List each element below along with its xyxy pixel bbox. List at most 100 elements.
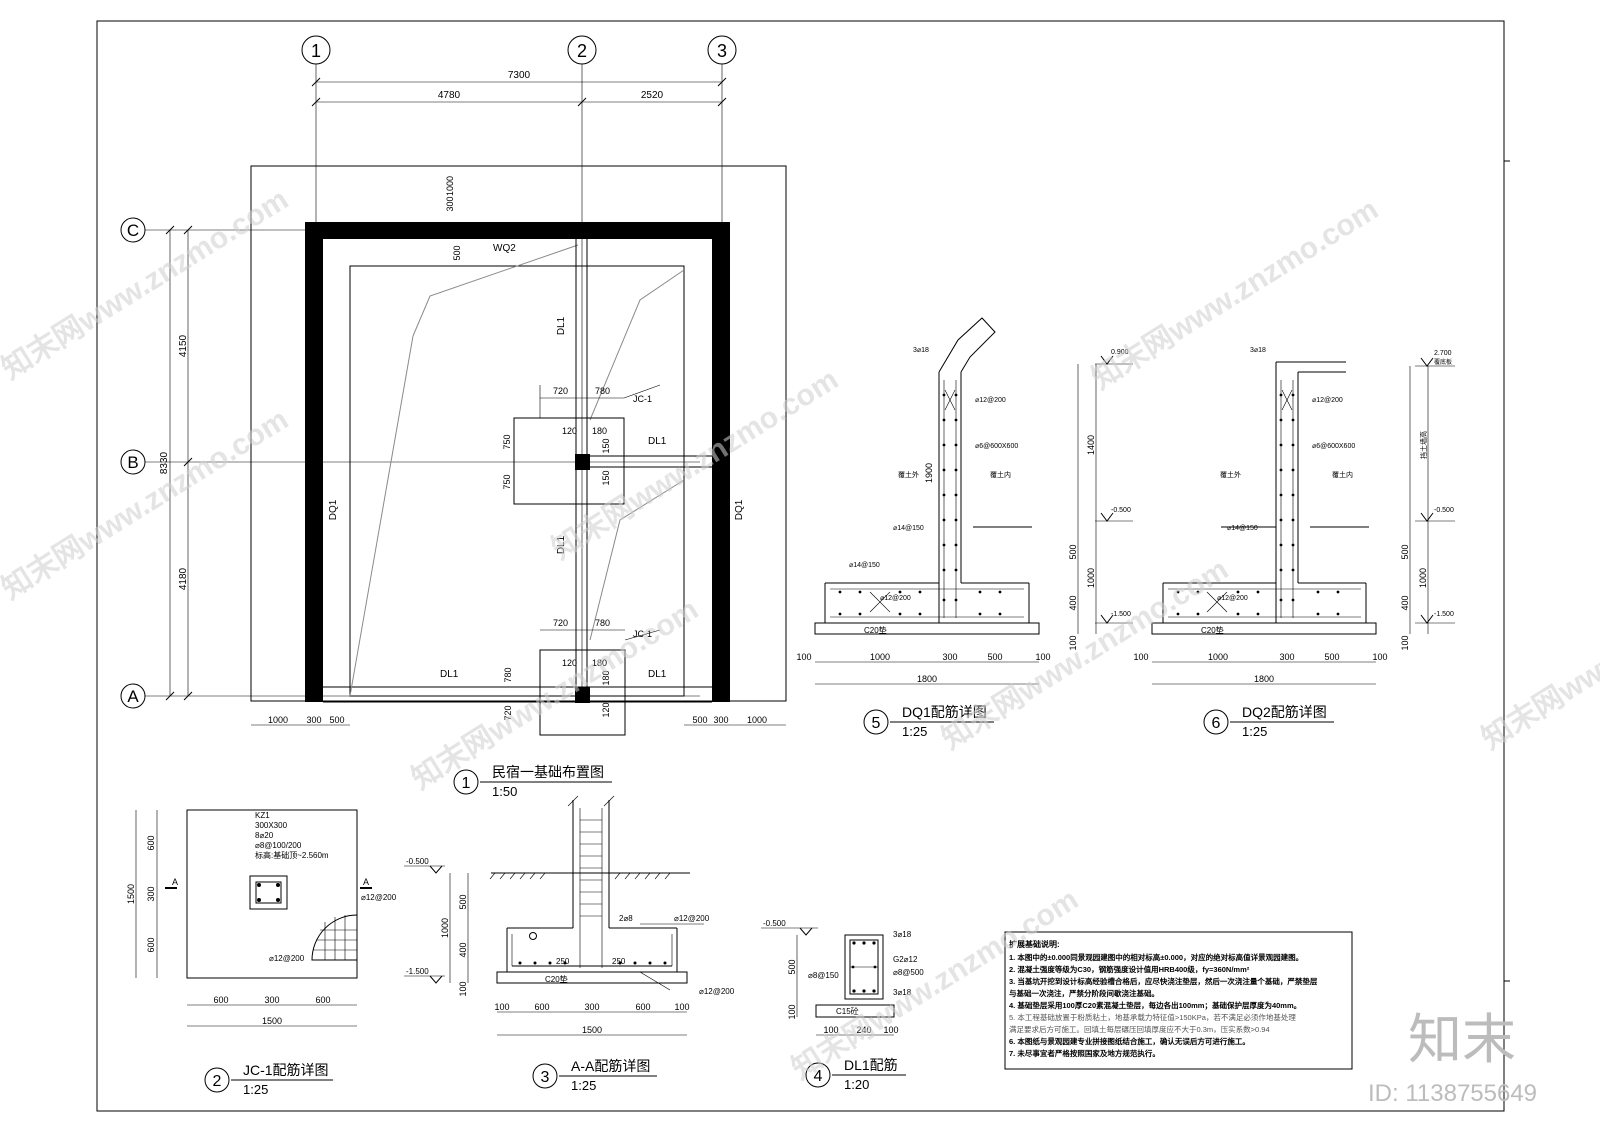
jc1-footing-upper <box>513 417 625 505</box>
dq2-h-300: 300 <box>1279 652 1294 662</box>
note-line-4: 与基础一次浇注，严禁分阶段间歇浇注基础。 <box>1009 988 1159 998</box>
dq1-v-400: 400 <box>1068 595 1078 610</box>
aa-elev-top: -0.500 <box>406 857 429 866</box>
aa-v-total: 1000 <box>440 918 450 938</box>
jc1-title: JC-1配筋详图 <box>243 1062 329 1078</box>
dl1-label-top: 3⌀18 <box>893 930 912 939</box>
dl1-v-100: 100 <box>787 1004 797 1019</box>
aa-h-100b: 100 <box>674 1002 689 1012</box>
note-line-1: 1. 本图中的±0.000同景观园建图中的相对标高±0.000，对应的绝对标高值… <box>1009 952 1303 962</box>
jc1-detail: KZ1 300X300 8⌀20 ⌀8@100/200 标高:基础顶~2.560… <box>126 809 397 1097</box>
dq1-side-rebar: ⌀14@150 <box>893 525 924 532</box>
dim-bottom-left-500: 500 <box>329 715 344 725</box>
dq1-title: DQ1配筋详图 <box>902 704 987 720</box>
dim-720-lower: 720 <box>553 618 568 628</box>
dl1-label-stirrup: ⌀8@500 <box>893 968 924 977</box>
jc1-label-kz1: KZ1 <box>255 811 270 820</box>
dq2-concrete: C20垫 <box>1201 625 1224 635</box>
wall-right-dq1 <box>712 222 730 702</box>
aa-rebar-c: ⌀12@200 <box>699 987 735 996</box>
dim-top-500: 500 <box>452 245 462 260</box>
jc1-label-upper: JC-1 <box>633 394 652 404</box>
dq1-concrete: C20垫 <box>864 625 887 635</box>
note-line-6: 5. 本工程基础放置于粉质粘土，地基承载力特征值>150KPa，若不满足必须作地… <box>1009 1012 1296 1022</box>
dq1-top-rebar: 3⌀18 <box>913 347 929 354</box>
aa-detail: -0.500 -1.500 1000 500 400 100 2⌀8 ⌀12@2… <box>404 795 735 1093</box>
notes-panel: 扩展基础说明: 1. 本图中的±0.000同景观园建图中的相对标高±0.000，… <box>1004 931 1353 1070</box>
dim-top-300: 300 <box>445 196 455 211</box>
dl1-label-bot: 3⌀18 <box>893 988 912 997</box>
jc1-section-left: A <box>172 877 178 887</box>
dim-180-lower: 180 <box>592 658 607 668</box>
dl1-label-e: DL1 <box>648 669 667 680</box>
aa-h-total: 1500 <box>582 1025 602 1035</box>
aa-v-500: 500 <box>458 894 468 909</box>
wall-left-dq1 <box>305 222 323 702</box>
dl1-v-500: 500 <box>787 959 797 974</box>
dq1-inside: 覆土内 <box>990 470 1011 479</box>
column-kz1-upper <box>575 454 590 470</box>
aa-v-400: 400 <box>458 942 468 957</box>
aa-title-bubble <box>532 1063 558 1089</box>
dq1-h-500: 500 <box>987 652 1002 662</box>
dq2-v-500: 500 <box>1400 544 1410 559</box>
dq1-wall-rebar1: ⌀12@200 <box>975 397 1006 404</box>
dq1-h-300: 300 <box>942 652 957 662</box>
watermark-layer: 知末网www.znzmo.com 知末网www.znzmo.com 知末网www… <box>0 183 1600 1107</box>
aa-scale: 1:25 <box>571 1078 596 1093</box>
dim-bottom-right-500: 500 <box>692 715 707 725</box>
wq2-label: WQ2 <box>493 243 516 254</box>
dq1-v-500: 500 <box>1068 544 1078 559</box>
foundation-plan: 1 2 3 7300 4780 2520 C B A <box>120 35 787 799</box>
dl1-label-d: DL1 <box>440 669 459 680</box>
dq2-elev-mid: -0.500 <box>1434 507 1454 514</box>
dim-left2: 4180 <box>178 567 189 590</box>
dim-750-b: 750 <box>502 474 512 489</box>
dim-bottom-right-300: 300 <box>713 715 728 725</box>
dq1-v-1000: 1000 <box>1086 568 1096 588</box>
dim-780-v: 780 <box>503 667 513 682</box>
dq2-h-500: 500 <box>1324 652 1339 662</box>
dq2-top-rebar: 3⌀18 <box>1250 347 1266 354</box>
dl1-label-mid: G2⌀12 <box>893 955 918 964</box>
jc1-scale: 1:25 <box>243 1082 268 1097</box>
dq2-h-1000: 1000 <box>1208 652 1228 662</box>
note-line-3: 3. 当基坑开挖到设计标高经验槽合格后，应尽快浇注垫层，然后一次浇注量个基础，严… <box>1009 976 1318 986</box>
axis-label-1: 1 <box>311 41 321 61</box>
dim-span1: 4780 <box>438 90 461 101</box>
jc1-label-bars: 8⌀20 <box>255 831 274 840</box>
axis-label-b: B <box>127 453 138 472</box>
note-line-7: 满足要求后方可施工。回填土每层碾压回填厚度应不大于0.3m，压实系数>0.94 <box>1009 1024 1270 1034</box>
dq2-wall-rebar1: ⌀12@200 <box>1312 397 1343 404</box>
jc1-label-stirrup: ⌀8@100/200 <box>255 841 302 850</box>
dq2-h-100b: 100 <box>1372 652 1387 662</box>
dq1-outside: 覆土外 <box>898 470 919 479</box>
dq2-v-1000: 1000 <box>1418 568 1428 588</box>
aa-h-300: 300 <box>584 1002 599 1012</box>
dq2-v-400: 400 <box>1400 595 1410 610</box>
notes-box <box>1004 931 1353 1070</box>
dim-left: 4150 <box>178 334 189 357</box>
dl1-elev: -0.500 <box>763 919 786 928</box>
dq2-title: DQ2配筋详图 <box>1242 704 1327 720</box>
dl1-label-b: DL1 <box>556 535 567 554</box>
aa-title: A-A配筋详图 <box>571 1058 650 1074</box>
dq2-v-side-label: 挡土墙高 <box>1419 431 1428 459</box>
wall-top <box>305 222 729 239</box>
dq1-label-left: DQ1 <box>328 499 339 520</box>
dim-180-v: 180 <box>601 670 611 685</box>
dq2-elev-top: 2.700 <box>1434 350 1452 357</box>
dq1-base-rebar2: ⌀12@200 <box>880 595 911 602</box>
jc1-v-total: 1500 <box>126 884 136 904</box>
dl1-h-100b: 100 <box>883 1025 898 1035</box>
aa-rebar-b: ⌀12@200 <box>674 914 710 923</box>
dim-total: 7300 <box>508 70 531 81</box>
watermark-text-4: 知末网www.znzmo.com <box>546 363 844 566</box>
aa-dim-250-a: 250 <box>556 957 570 966</box>
dq1-cushion <box>814 622 1040 635</box>
dim-720-upper: 720 <box>553 386 568 396</box>
column-kz1-lower <box>575 687 590 703</box>
jc1-footing-outline <box>186 809 358 979</box>
note-line-9: 7. 未尽事宜者严格按照国家及地方规范执行。 <box>1009 1048 1160 1058</box>
dq2-inside: 覆土内 <box>1332 470 1353 479</box>
